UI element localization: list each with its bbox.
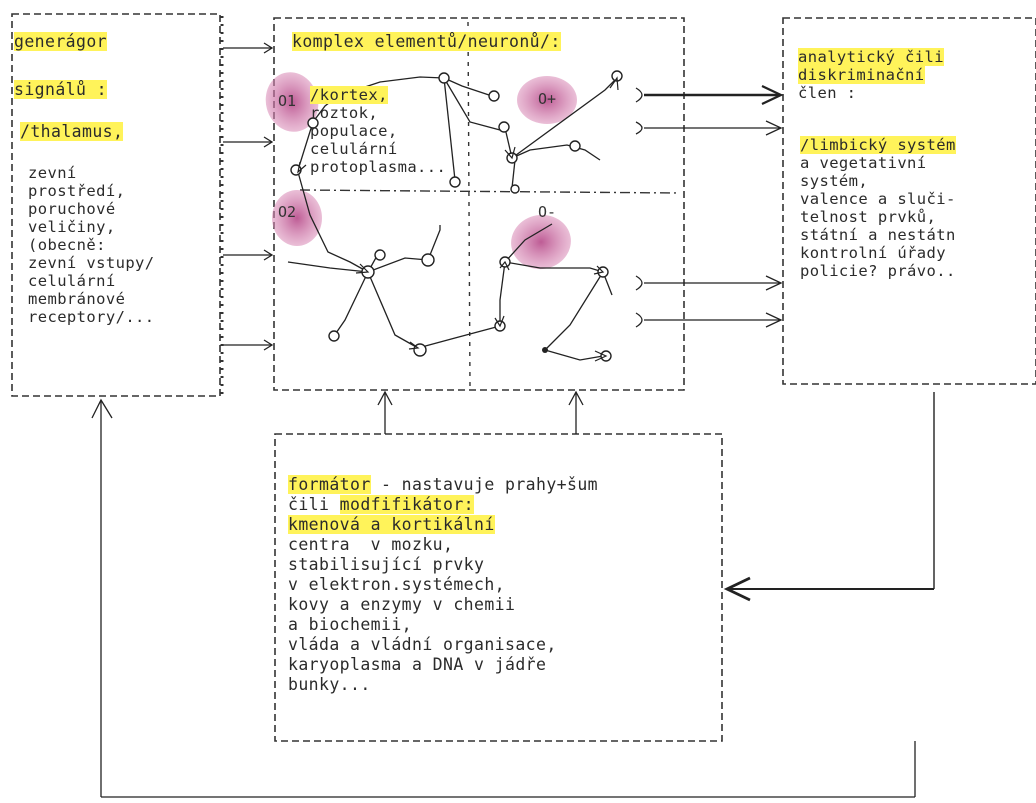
generator-title-2: signálů : [14,80,108,100]
analyzer-line: kontrolní úřady [800,244,946,262]
analyzer-line-0: analytický čili [798,48,944,66]
blob-o1 [265,72,319,132]
generator-line: zevní [28,164,77,182]
formator-line: a biochemii, [288,615,413,634]
feedback-arrow [723,392,935,602]
purple-blobs [265,72,577,270]
generator-line: poruchové [28,200,116,218]
formator-line: karyoplasma a DNA v jádře [288,655,547,674]
analyzer-line-3: /limbický systém [800,136,956,154]
node-filled [542,347,548,353]
loop-arrow [91,398,916,798]
complex-line: celulární [310,140,398,158]
quadrant-label-o2: O2 [278,203,297,221]
complex-box [273,17,685,391]
generator-line-0-text: /thalamus, [20,122,124,141]
analyzer-line: analytický čili [798,48,944,66]
blob-o-minus [511,214,571,270]
formator-stem-cortical: kmenová a kortikální [288,515,495,534]
blob-o2 [272,190,322,246]
node [328,330,340,342]
generator-line: prostředí, [28,182,126,200]
node [569,140,581,152]
generator-line: membránové [28,290,126,308]
node [421,253,435,267]
analyzer-line: člen : [798,84,857,102]
generator-line: celulární [28,272,116,290]
complex-line: protoplasma... [310,158,447,176]
node [488,90,500,102]
generator-title-1: generágor [14,32,108,52]
complex-title: komplex elementů/neuronů/: [292,32,561,52]
analyzer-line: valence a sluči- [800,190,956,208]
analyzer-line: /limbický systém [800,136,956,154]
quadrant-label-o1: O1 [278,92,297,110]
generator-line-0: /thalamus, [20,122,124,142]
formator-title: formátor [288,475,371,494]
analyzer-line: systém, [800,172,869,190]
complex-line-0: /kortex, [310,86,388,104]
quadrant-label-o-minus: O- [538,203,557,221]
quadrant-label-o-plus: O+ [538,90,557,108]
analyzer-box [782,17,1036,385]
node [510,184,520,194]
input-arrows [223,42,274,351]
complex-line: /kortex, [310,86,446,104]
node [374,249,386,261]
formator-or: čili [288,495,340,514]
complex-line: roztok, [310,104,379,122]
formator-line-2: kmenová a kortikální [288,515,598,535]
node [498,121,510,133]
formator-line-0: formátor - nastavuje prahy+šum [288,475,598,495]
network-nodes [290,70,623,362]
formator-box [274,433,723,742]
formator-line: stabilisující prvky [288,555,485,574]
generator-line: (obecně: [28,236,106,254]
formator-line: v elektron.systémech, [288,575,506,594]
analyzer-line: diskriminační [798,66,944,84]
formator-up-arrows [377,390,584,434]
generator-line: zevní vstupy/ [28,254,155,272]
formator-line: kovy a enzymy v chemii [288,595,516,614]
analyzer-line-1: diskriminační [798,66,925,84]
formator-title-rest: - nastavuje prahy+šum [370,475,599,494]
generator-title-2-text: signálů : [14,80,108,99]
node [307,117,319,129]
formator-line-1: čili modfifikátor: [288,495,598,515]
quadrant-dividers [299,21,681,389]
analyzer-line: policie? právo.. [800,262,956,280]
complex-line: populace, [310,122,398,140]
generator-line: veličiny, [28,218,116,236]
generator-box [11,13,221,397]
output-arrows [635,85,784,328]
formator-modifier: modfifikátor: [339,495,475,514]
analyzer-line: a vegetativní [800,154,927,172]
generator-title-1-text: generágor [14,32,108,51]
formator-line: vláda a vládní organisace, [288,635,557,654]
blob-o-plus [517,76,577,124]
node [449,176,461,188]
analyzer-line: telnost prvků, [800,208,937,226]
network-arrowheads [297,76,619,362]
analyzer-line: státní a nestátn [800,226,956,244]
formator-line: centra v mozku, [288,535,454,554]
node [438,72,450,84]
generator-line: receptory/... [28,308,155,326]
formator-line: bunky... [288,675,371,694]
complex-title-text: komplex elementů/neuronů/: [292,32,561,51]
